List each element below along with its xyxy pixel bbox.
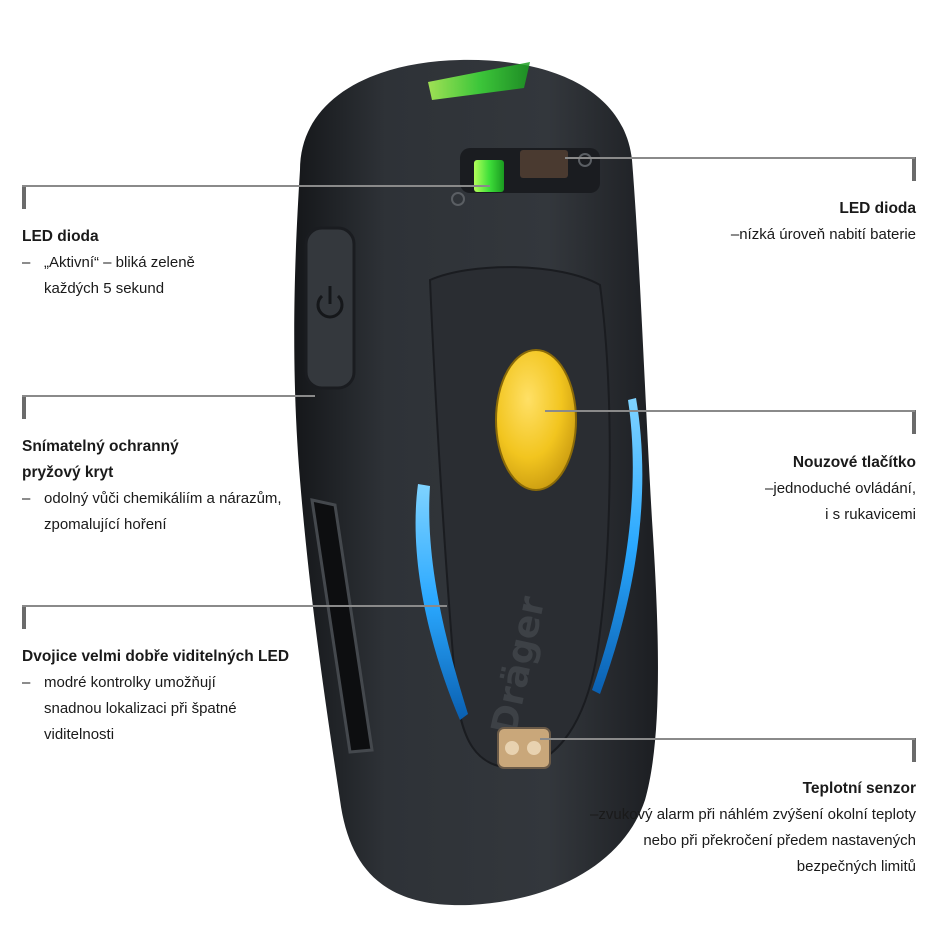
callout-item: –zvukový alarm při náhlém zvýšení okolní… (576, 802, 916, 880)
blue-led-right (592, 398, 643, 694)
callout-title: Snímatelný ochranný pryžový kryt (22, 438, 179, 481)
leader-led-active-line (22, 185, 490, 187)
callout-item: –odolný vůči chemikáliím a nárazům, zpom… (22, 486, 282, 538)
temperature-sensor-window (497, 727, 551, 769)
callout-title: LED dioda (839, 200, 916, 217)
panic-button-shape (495, 349, 577, 491)
battery-led-window (520, 150, 568, 178)
leader-temp-sensor-tick (912, 738, 916, 762)
leader-temp-sensor-line (540, 738, 915, 740)
callout-item: –nízká úroveň nabití baterie (717, 222, 916, 248)
leader-cover-tick (22, 395, 26, 419)
leader-led-battery-line (565, 157, 915, 159)
leader-led-battery-tick (912, 157, 916, 181)
top-led-strip (428, 62, 530, 100)
callout-item: –„Aktivní“ – bliká zeleně každých 5 seku… (22, 250, 195, 302)
callout-text: jednoduché ovládání, i s rukavicemi (773, 480, 916, 523)
leader-led-active-tick (22, 185, 26, 209)
callout-item: –modré kontrolky umožňují snadnou lokali… (22, 670, 289, 748)
leader-blue-leds-tick (22, 605, 26, 629)
leader-panic-button-line (545, 410, 915, 412)
leader-cover-line (22, 395, 315, 397)
callout-title: Teplotní senzor (802, 780, 916, 797)
callout-panic-button: Nouzové tlačítko –jednoduché ovládání, i… (751, 450, 916, 528)
battery-indicator-icon (578, 153, 592, 167)
green-led (474, 160, 504, 192)
callout-text: zvukový alarm při náhlém zvýšení okolní … (598, 806, 916, 875)
callout-cover: Snímatelný ochranný pryžový kryt –odolný… (22, 434, 282, 538)
callout-title: Nouzové tlačítko (792, 454, 916, 471)
leader-panic-button-tick (912, 410, 916, 434)
callout-title: Dvojice velmi dobře viditelných LED (22, 648, 290, 665)
callout-item: –jednoduché ovládání, i s rukavicemi (751, 476, 916, 528)
callout-temp-sensor: Teplotní senzor –zvukový alarm při náhlé… (576, 776, 916, 880)
callout-text: nízká úroveň nabití baterie (739, 226, 916, 243)
power-button (304, 226, 356, 390)
callout-text: odolný vůči chemikáliím a nárazům, zpoma… (44, 490, 282, 533)
callout-led-battery: LED dioda –nízká úroveň nabití baterie (717, 196, 916, 248)
callout-text: „Aktivní“ – bliká zeleně každých 5 sekun… (44, 254, 195, 297)
callout-blue-leds: Dvojice velmi dobře viditelných LED –mod… (22, 644, 289, 748)
callout-text: modré kontrolky umožňují snadnou lokaliz… (44, 674, 237, 743)
callout-title: LED dioda (22, 228, 99, 245)
power-icon (316, 294, 344, 319)
power-indicator-icon (451, 192, 465, 206)
callout-led-active: LED dioda –„Aktivní“ – bliká zeleně každ… (22, 224, 195, 302)
side-window (310, 498, 374, 754)
leader-blue-leds-line (22, 605, 447, 607)
blue-led-left (415, 484, 468, 720)
